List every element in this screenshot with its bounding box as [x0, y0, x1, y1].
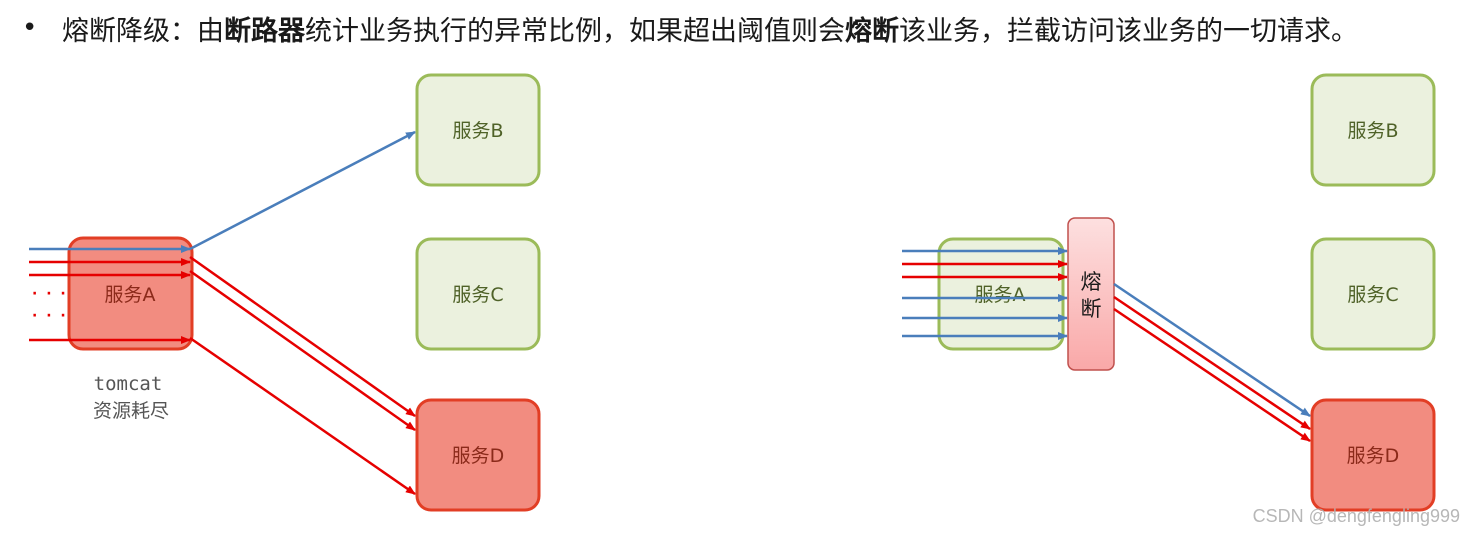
right-service-b-label: 服务B	[1347, 120, 1398, 142]
left-dots-2: · · ·	[32, 308, 68, 324]
heading-text-2: 统计业务执行的异常比例，如果超出阈值则会	[305, 15, 845, 47]
heading: • 熔断降级：由断路器统计业务执行的异常比例，如果超出阈值则会熔断该业务，拦截访…	[22, 6, 1358, 50]
heading-text-3: 该业务，拦截访问该业务的一切请求。	[899, 15, 1358, 47]
left-arrow-a-to-d-2	[189, 269, 416, 432]
left-tomcat-label: tomcat	[94, 373, 163, 395]
right-service-a-label: 服务A	[975, 284, 1026, 306]
csdn-watermark: CSDN @dengfengling999	[1252, 506, 1460, 526]
circuit-breaker-char-2: 断	[1081, 297, 1102, 321]
left-service-a-box	[67, 236, 194, 351]
right-arrow-breaker-to-d-red-1	[1113, 295, 1311, 431]
right-service-c-box	[1310, 237, 1436, 351]
heading-bold-breaker: 断路器	[224, 15, 305, 47]
left-arrow-a-to-d-3	[189, 336, 416, 496]
right-arrow-breaker-to-d-blue	[1113, 282, 1311, 418]
left-service-c-box	[415, 237, 541, 351]
left-dots-1: · · ·	[32, 286, 68, 302]
left-arrow-a-to-d-1	[189, 255, 416, 418]
left-service-d-box	[415, 398, 541, 512]
left-arrow-a-to-b	[189, 130, 416, 251]
right-service-c-label: 服务C	[1347, 284, 1398, 306]
left-service-d-label: 服务D	[452, 445, 505, 467]
heading-bold-fuse: 熔断	[845, 15, 899, 47]
right-diagram: 服务B 服务C 服务D 服务A 熔 断	[902, 73, 1436, 512]
right-service-d-box	[1310, 398, 1436, 512]
left-service-b-box	[415, 73, 541, 187]
right-service-b-box	[1310, 73, 1436, 187]
heading-text-1: 熔断降级：由	[62, 15, 224, 47]
right-service-d-label: 服务D	[1347, 445, 1400, 467]
right-arrow-breaker-to-d-red-2	[1113, 307, 1311, 443]
left-resource-exhausted-label: 资源耗尽	[93, 400, 169, 422]
left-service-c-label: 服务C	[452, 284, 503, 306]
left-service-b-label: 服务B	[452, 120, 503, 142]
bullet-icon: •	[22, 13, 38, 43]
left-diagram: 服务B 服务C 服务D 服务A · · · · · · tomcat 资源耗尽	[29, 73, 541, 512]
left-service-a-label: 服务A	[105, 284, 156, 306]
circuit-breaker-box	[1067, 217, 1115, 371]
circuit-breaker-char-1: 熔	[1081, 270, 1102, 294]
